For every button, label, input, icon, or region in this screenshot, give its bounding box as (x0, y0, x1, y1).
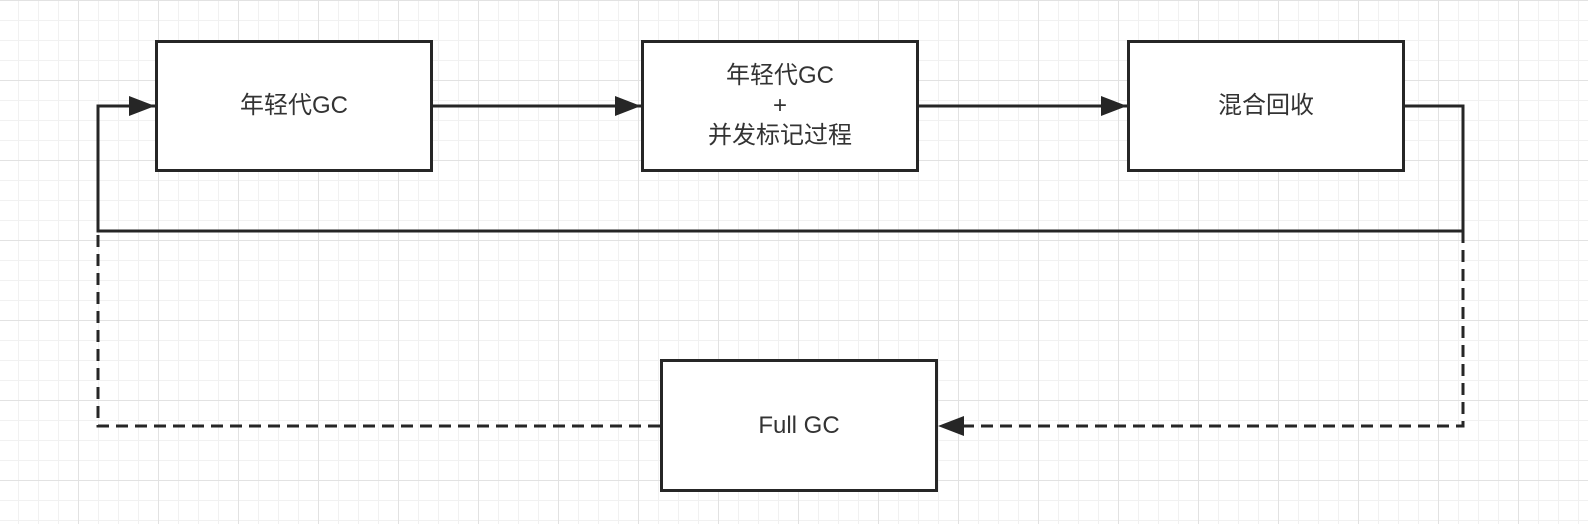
node-full-gc[interactable]: Full GC (660, 359, 938, 492)
edge-mixed-loop-to-young (96, 96, 1465, 233)
node-young-gc-concurrent-mark[interactable]: 年轻代GC + 并发标记过程 (641, 40, 919, 172)
node-mixed-gc-label: 混合回收 (1218, 92, 1314, 119)
node-mixed-gc[interactable]: 混合回收 (1127, 40, 1405, 172)
edge-full-to-young-dashed (96, 231, 660, 428)
node-concurrent-line2: + (772, 92, 787, 119)
node-full-gc-label: Full GC (758, 411, 840, 439)
node-concurrent-line3: 并发标记过程 (708, 122, 852, 149)
node-concurrent-line1: 年轻代GC (726, 62, 834, 89)
node-young-gc[interactable]: 年轻代GC (155, 40, 433, 172)
node-young-gc-label: 年轻代GC (240, 92, 348, 119)
edge-mixed-to-full-dashed (938, 231, 1465, 436)
